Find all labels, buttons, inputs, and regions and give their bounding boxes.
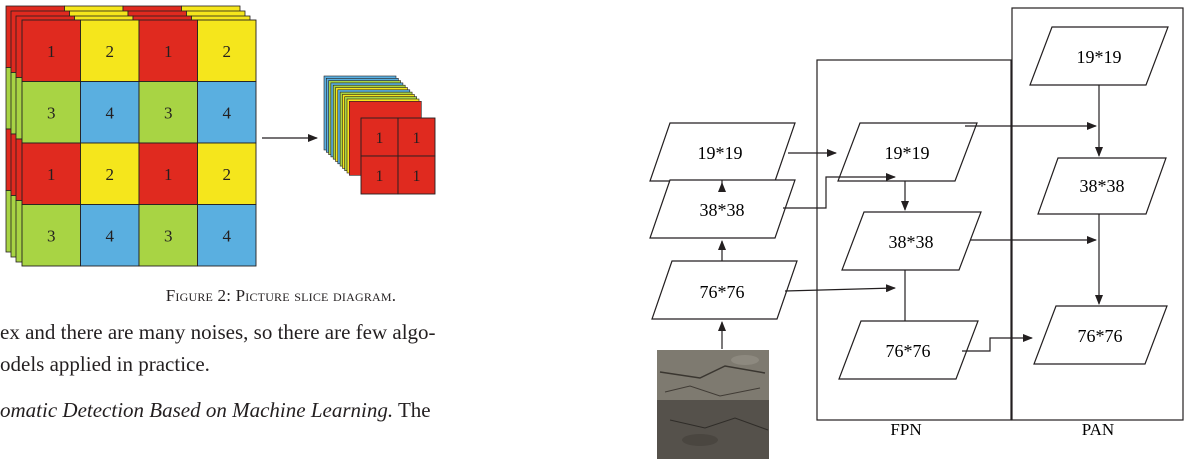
fpn-node-19 (837, 122, 978, 182)
slice-cell-label: 4 (106, 103, 115, 122)
pan-label-76: 76*76 (1078, 326, 1123, 346)
slice-cell-label: 4 (106, 226, 115, 245)
slice-cell-label: 4 (223, 226, 232, 245)
section-heading-italic: omatic Detection Based on Machine Learni… (0, 398, 394, 422)
pan-title: PAN (1082, 420, 1114, 439)
slice-cell (21, 81, 81, 144)
slice-cell-label: 2 (106, 165, 115, 184)
slice-cell (21, 19, 81, 82)
slice-output-grid: 1 1 1 1 (360, 117, 436, 195)
slice-cell-label: 1 (164, 42, 173, 61)
slice-cell-label: 1 (47, 42, 56, 61)
arrow-fpn76-to-pan76 (962, 334, 1033, 352)
body-text-line-3-rest: The (393, 398, 431, 422)
slice-cell (138, 142, 198, 205)
output-cell-label: 1 (376, 168, 384, 185)
backbone-label-76: 76*76 (700, 282, 745, 302)
pan-label-38: 38*38 (1080, 176, 1125, 196)
slice-cell-label: 1 (47, 165, 56, 184)
fpn-label-19: 19*19 (885, 143, 930, 163)
slice-cell (138, 19, 198, 82)
body-text-line-3: omatic Detection Based on Machine Learni… (0, 398, 431, 423)
slice-cell (80, 204, 140, 267)
slice-input-stack: 1 2 1 2 3 4 3 4 1 2 1 2 3 4 3 4 (5, 5, 257, 267)
pan-label-19: 19*19 (1077, 47, 1122, 67)
slice-cell-label: 3 (47, 226, 56, 245)
pan-box (1011, 7, 1184, 421)
pan-node-76 (1033, 305, 1168, 365)
figure-caption: Figure 2: Picture slice diagram. (165, 286, 397, 305)
slice-cell-label: 1 (164, 165, 173, 184)
slice-cell-label: 2 (223, 42, 232, 61)
slice-cell-label: 4 (223, 103, 232, 122)
slice-cell-label: 3 (164, 103, 173, 122)
slice-cell-label: 3 (164, 226, 173, 245)
pan-node-38 (1037, 157, 1167, 215)
slice-cell (197, 19, 257, 82)
output-cell-label: 1 (376, 130, 384, 147)
fpn-node-76 (838, 320, 979, 380)
output-cell (360, 117, 399, 157)
arrow-bb38-to-fpn (783, 173, 896, 209)
fpn-label-38: 38*38 (889, 232, 934, 252)
backbone-label-38: 38*38 (700, 200, 745, 220)
fpn-label-76: 76*76 (886, 341, 931, 361)
fpn-title: FPN (890, 420, 921, 439)
backbone-node-76 (651, 260, 798, 320)
slice-cell-label: 3 (47, 103, 56, 122)
output-cell-label: 1 (413, 168, 421, 185)
body-text-line-2: odels applied in practice. (0, 352, 210, 376)
body-text-line-1: ex and there are many noises, so there a… (0, 320, 436, 344)
arrow-bb76-to-fpn (784, 284, 896, 293)
output-cell (397, 155, 436, 195)
fpn-pan-diagram: 19*19 38*38 76*76 19*19 38*38 76*76 (649, 7, 1184, 459)
slice-cell (197, 204, 257, 267)
input-road-image (657, 350, 769, 459)
slice-output-stack: 1 1 1 1 (323, 75, 436, 195)
backbone-label-19: 19*19 (698, 143, 743, 163)
slice-cell (80, 19, 140, 82)
slice-input-grid: 1 2 1 2 3 4 3 4 1 2 1 2 3 4 3 4 (21, 19, 257, 267)
slice-cell (138, 81, 198, 144)
output-cell-label: 1 (413, 130, 421, 147)
slice-cell (21, 204, 81, 267)
backbone-node-38 (649, 179, 796, 239)
pan-node-19 (1029, 26, 1169, 86)
fpn-node-38 (841, 211, 982, 271)
slice-cell (80, 81, 140, 144)
slice-cell (197, 81, 257, 144)
slice-cell-label: 2 (223, 165, 232, 184)
slice-cell-label: 2 (106, 42, 115, 61)
